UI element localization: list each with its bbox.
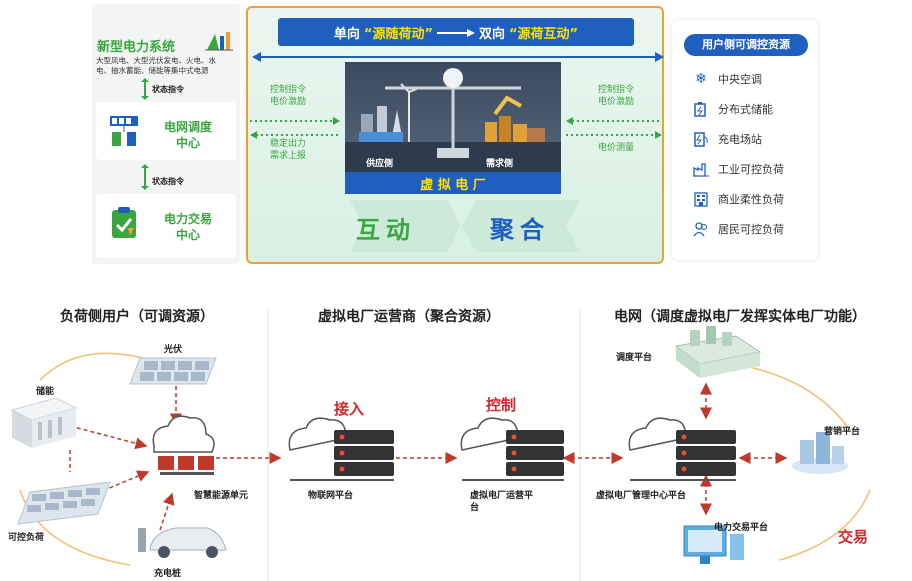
trade-label: 交易 bbox=[838, 528, 869, 546]
vpp-operator-platform-label-1: 虚拟电厂运营平 bbox=[470, 491, 534, 501]
right-control-command: 控制指令 电价激励 bbox=[598, 84, 634, 108]
controllable-load-label: 可控负荷 bbox=[8, 533, 45, 543]
controllable-load-icon bbox=[17, 481, 111, 525]
banner-two-way: 双向 bbox=[479, 26, 506, 42]
storage-icon bbox=[10, 397, 78, 448]
building-icon bbox=[692, 190, 710, 208]
resource-item: 充电场站 bbox=[692, 130, 784, 148]
snowflake-icon: ❄ bbox=[695, 71, 707, 87]
user-resources-list: ❄ 中央空调 分布式储能 充电场站 工业可控负荷 商业柔性负荷 居民可控负荷 bbox=[692, 70, 784, 238]
left-stable-report-1: 稳定出力 bbox=[270, 139, 307, 149]
banner-quote-1: “源随荷动” bbox=[363, 26, 433, 42]
vpp-operator-platform-label-2: 台 bbox=[470, 503, 480, 513]
access-label: 接入 bbox=[334, 400, 365, 418]
power-trading-center-label-2: 中心 bbox=[175, 228, 200, 242]
vpp-management-platform-label: 虚拟电厂管理中心平台 bbox=[596, 491, 687, 501]
vpp-operator-platform-icon bbox=[460, 417, 564, 481]
power-trading-center-label-1: 电力交易 bbox=[163, 212, 212, 226]
iot-platform-icon bbox=[288, 417, 394, 481]
dotted-arrow-left bbox=[250, 124, 340, 139]
resource-label: 中央空调 bbox=[718, 73, 762, 86]
bottom-diagram-canvas bbox=[0, 300, 912, 581]
charging-pile-label: 充电桩 bbox=[154, 569, 182, 579]
dispatch-platform-label: 调度平台 bbox=[616, 353, 653, 363]
long-double-arrow bbox=[252, 48, 664, 62]
vpp-title-bar bbox=[345, 172, 561, 194]
resource-label: 工业可控负荷 bbox=[718, 163, 784, 176]
vpp-scale-scene bbox=[345, 62, 561, 174]
pv-panel-icon bbox=[129, 357, 217, 385]
left-stable-report: 稳定出力 需求上报 bbox=[270, 138, 306, 162]
right-price-measure: 电价测量 bbox=[598, 143, 635, 153]
dotted-arrow-left bbox=[566, 110, 662, 125]
resource-label: 居民可控负荷 bbox=[718, 223, 784, 236]
resource-label: 充电场站 bbox=[718, 133, 762, 146]
bidirectional-arrow-icon bbox=[141, 164, 149, 190]
interact-label: 互动 bbox=[356, 215, 416, 244]
trading-platform-label: 电力交易平台 bbox=[714, 523, 769, 533]
banner-content: 单向 “源随荷动” 双向 “源荷互动” bbox=[278, 18, 634, 46]
grid-title: 电网（调度虚拟电厂发挥实体电厂功能） bbox=[614, 309, 866, 325]
marketing-platform-icon bbox=[792, 432, 848, 474]
aggregate-label: 聚合 bbox=[490, 215, 550, 244]
trading-platform-icon bbox=[683, 525, 744, 564]
resource-item: ❄ 中央空调 bbox=[692, 70, 784, 88]
status-command-label-1: 状态指令 bbox=[152, 85, 184, 94]
power-plant-icon bbox=[205, 28, 233, 52]
resource-label: 分布式储能 bbox=[718, 103, 773, 116]
banner-one-way: 单向 bbox=[333, 26, 360, 42]
supply-side-label: 供应侧 bbox=[366, 159, 394, 169]
smart-energy-unit-label: 智慧能源单元 bbox=[194, 491, 249, 501]
right-control-command-2: 电价激励 bbox=[598, 97, 635, 107]
people-icon bbox=[692, 220, 710, 238]
cloud-server-icon bbox=[152, 415, 215, 475]
vpp-operator-title: 虚拟电厂运营商（聚合资源） bbox=[318, 309, 500, 325]
resource-item: 分布式储能 bbox=[692, 100, 784, 118]
interact-aggregate-arrows bbox=[330, 200, 580, 252]
resource-label: 商业柔性负荷 bbox=[718, 193, 784, 206]
resource-item: 居民可控负荷 bbox=[692, 220, 784, 238]
bidirectional-arrow-icon bbox=[141, 78, 149, 100]
power-system-desc-2: 电、抽水蓄能、储能等集中式电源 bbox=[96, 66, 209, 75]
marketing-platform-label: 营销平台 bbox=[824, 427, 861, 437]
left-control-command: 控制指令 电价激励 bbox=[270, 84, 306, 108]
right-control-command-1: 控制指令 bbox=[598, 85, 635, 95]
factory-icon bbox=[692, 160, 710, 178]
vpp-title: 虚 拟 电 厂 bbox=[420, 178, 486, 193]
arrow-right-icon bbox=[437, 27, 475, 37]
server-icon bbox=[108, 114, 140, 148]
banner-quote-2: “源荷互动” bbox=[509, 26, 579, 42]
battery-icon bbox=[692, 100, 710, 118]
clipboard-icon bbox=[110, 206, 138, 240]
ev-car-icon bbox=[138, 527, 227, 558]
demand-side-label: 需求侧 bbox=[486, 159, 514, 169]
storage-label: 储能 bbox=[36, 387, 55, 397]
load-side-users-title: 负荷侧用户（可调资源） bbox=[60, 309, 214, 325]
power-system-title: 新型电力系统 bbox=[97, 40, 176, 55]
grid-dispatch-center-box bbox=[96, 102, 236, 160]
user-resources-panel bbox=[672, 20, 818, 260]
pv-label: 光伏 bbox=[164, 345, 183, 355]
iot-platform-label: 物联网平台 bbox=[308, 491, 354, 501]
grid-dispatch-center-label-1: 电网调度 bbox=[163, 120, 212, 134]
power-system-desc-1: 大型风电、大型光伏发电、火电、水 bbox=[96, 56, 216, 65]
dispatch-platform-icon bbox=[674, 326, 762, 378]
left-control-command-1: 控制指令 bbox=[270, 85, 307, 95]
grid-dispatch-center-label-2: 中心 bbox=[175, 136, 200, 150]
user-resources-title: 用户侧可调控资源 bbox=[684, 34, 808, 56]
dotted-arrow-right bbox=[250, 110, 340, 125]
resource-item: 商业柔性负荷 bbox=[692, 190, 784, 208]
left-control-command-2: 电价激励 bbox=[270, 97, 307, 107]
resource-item: 工业可控负荷 bbox=[692, 160, 784, 178]
dotted-arrow-right bbox=[566, 124, 662, 139]
left-stable-report-2: 需求上报 bbox=[270, 151, 307, 161]
control-label: 控制 bbox=[486, 396, 517, 414]
charging-icon bbox=[692, 130, 710, 148]
vpp-management-platform-icon bbox=[628, 417, 736, 481]
status-command-label-2: 状态指令 bbox=[152, 177, 184, 186]
